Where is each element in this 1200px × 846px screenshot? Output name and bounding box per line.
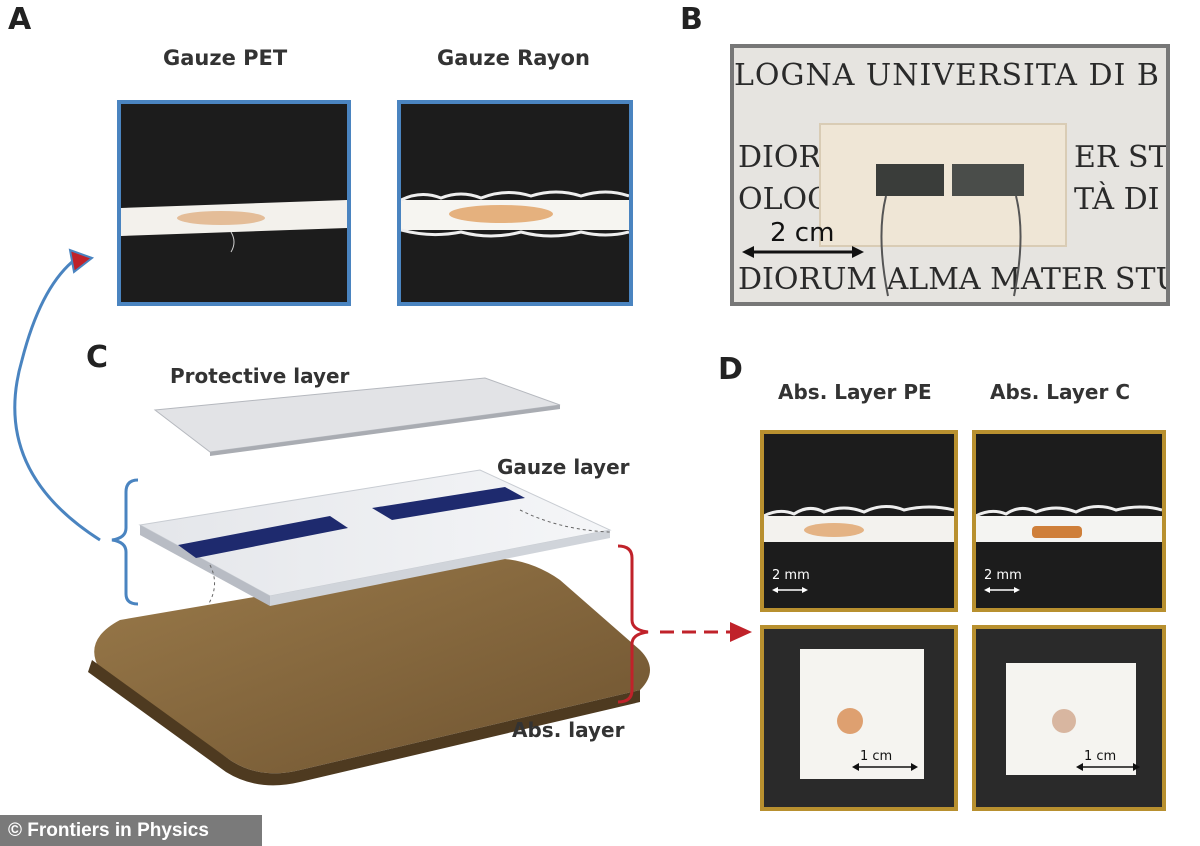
gauze-bracket [111, 478, 139, 606]
gauze-layer-shape [138, 469, 612, 606]
c-side-scale: 2 mm [984, 568, 1022, 583]
sensor-patch [742, 123, 1067, 297]
layer-diagram [13, 248, 752, 786]
sensor-photo: LOGNA UNIVERSITA DI B DIOR ER STU OLOG T… [730, 44, 1170, 306]
panel-label-c: C [86, 340, 109, 375]
abs-layer-c-title: Abs. Layer C [990, 380, 1130, 404]
credit-banner: © Frontiers in Physics [0, 815, 262, 846]
gauze-pet-photo [117, 100, 351, 306]
sensor-scale-label: 2 cm [770, 218, 835, 248]
panel-label-d: D [718, 352, 743, 387]
blue-arrow [13, 260, 101, 542]
abs-bracket [617, 544, 649, 704]
c-top-scale: 1 cm [1084, 749, 1117, 764]
bg-text-line4: DIORUM ALMA MATER STU [738, 262, 1170, 297]
abs-layer-label: Abs. layer [512, 718, 625, 742]
bg-text-line1: LOGNA UNIVERSITA DI B [734, 58, 1160, 93]
gauze-pet-title: Gauze PET [163, 46, 288, 70]
pe-top-scale: 1 cm [860, 749, 893, 764]
bg-text-line3-left: OLOG [738, 182, 832, 217]
red-arrowhead [730, 622, 752, 642]
pe-side-scale: 2 mm [772, 568, 810, 583]
protective-layer-shape [153, 377, 561, 456]
blue-arrowhead [68, 248, 95, 274]
abs-pe-side-photo: 2 mm [760, 430, 958, 612]
panel-label-b: B [680, 2, 703, 37]
panel-label-a: A [8, 2, 32, 37]
gauze-rayon-title: Gauze Rayon [437, 46, 590, 70]
abs-layer-shape [88, 558, 650, 786]
gauze-layer-label: Gauze layer [497, 455, 630, 479]
abs-layer-pe-title: Abs. Layer PE [778, 380, 932, 404]
bg-text-line2-left: DIOR [738, 140, 822, 175]
bg-text-line2-right: ER STU [1074, 140, 1169, 175]
bg-text-line3-right: TÀ DI [1074, 182, 1160, 217]
protective-layer-label: Protective layer [170, 364, 350, 388]
abs-c-top-photo: 1 cm [972, 625, 1166, 811]
abs-c-side-photo: 2 mm [972, 430, 1166, 612]
abs-pe-top-photo: 1 cm [760, 625, 958, 811]
gauze-rayon-photo [397, 100, 633, 306]
